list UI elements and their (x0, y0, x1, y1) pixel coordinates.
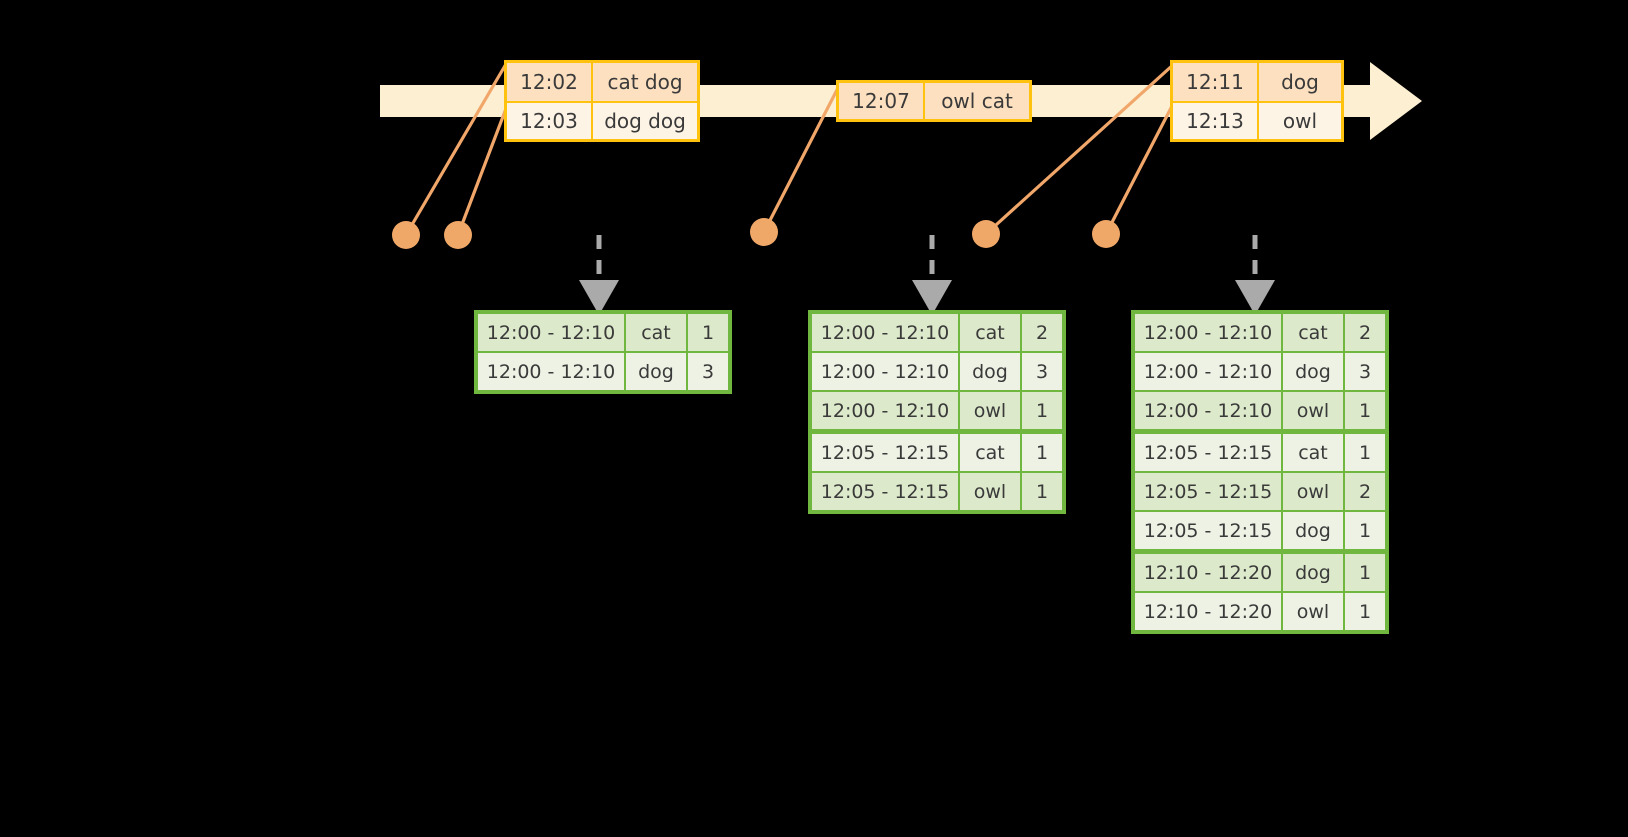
cell-window: 12:05 - 12:15 (1135, 434, 1281, 471)
event-box-3[interactable]: 12:11 dog 12:13 owl (1170, 60, 1344, 142)
cell-window: 12:05 - 12:15 (812, 434, 958, 471)
cell-word: cat (960, 434, 1020, 471)
cell-window: 12:00 - 12:10 (1135, 314, 1281, 351)
event-time: 12:03 (507, 102, 593, 139)
connector-dot-5 (1092, 220, 1120, 248)
cell-window: 12:00 - 12:10 (1135, 353, 1281, 390)
event-row[interactable]: 12:07 owl cat (839, 83, 1029, 119)
connector-dot-3 (750, 218, 778, 246)
cell-window: 12:00 - 12:10 (478, 314, 624, 351)
event-words: owl cat (941, 89, 1013, 113)
cell-window: 12:05 - 12:15 (812, 473, 958, 510)
connector-line-1 (404, 63, 508, 236)
connector-dot-4 (972, 220, 1000, 248)
cell-window: 12:05 - 12:15 (1135, 473, 1281, 510)
cell-word: owl (960, 473, 1020, 510)
cell-count: 2 (1022, 314, 1062, 351)
cell-count: 1 (1022, 473, 1062, 510)
cell-word: dog (1283, 512, 1343, 549)
cell-window: 12:00 - 12:10 (812, 392, 958, 429)
cell-word: dog (626, 353, 686, 390)
cell-window: 12:00 - 12:10 (812, 353, 958, 390)
event-box-1[interactable]: 12:02 cat dog 12:03 dog dog (504, 60, 700, 142)
down-arrows (579, 235, 1275, 315)
event-words: dog (1281, 69, 1319, 94)
cell-word: owl (1283, 593, 1343, 630)
cell-window: 12:00 - 12:10 (812, 314, 958, 351)
event-time: 12:11 (1173, 63, 1259, 101)
connector-line-3 (762, 83, 842, 233)
cell-count: 1 (1345, 434, 1385, 471)
cell-word: owl (1283, 473, 1343, 510)
cell-window: 12:00 - 12:10 (1135, 392, 1281, 429)
cell-word: dog (1283, 353, 1343, 390)
connector-dot-1 (392, 221, 420, 249)
cell-count: 3 (688, 353, 728, 390)
cell-word: owl (960, 392, 1020, 429)
cell-count: 2 (1345, 473, 1385, 510)
cell-count: 1 (1345, 512, 1385, 549)
event-words: owl (1282, 108, 1318, 133)
cell-count: 3 (1022, 353, 1062, 390)
cell-window: 12:10 - 12:20 (1135, 593, 1281, 630)
cell-count: 1 (1022, 434, 1062, 471)
cell-word: owl (1283, 392, 1343, 429)
cell-window: 12:00 - 12:10 (478, 353, 624, 390)
connector-dots (392, 218, 1120, 249)
event-row[interactable]: 12:13 owl (1173, 100, 1341, 139)
connector-line-5 (1104, 105, 1174, 235)
event-box-2[interactable]: 12:07 owl cat (836, 80, 1032, 122)
cell-count: 3 (1345, 353, 1385, 390)
event-row[interactable]: 12:02 cat dog (507, 63, 697, 101)
event-time: 12:07 (839, 83, 925, 119)
event-time: 12:13 (1173, 102, 1259, 139)
event-row[interactable]: 12:03 dog dog (507, 100, 697, 139)
cell-word: cat (626, 314, 686, 351)
cell-count: 1 (688, 314, 728, 351)
cell-count: 1 (1345, 593, 1385, 630)
cell-window: 12:10 - 12:20 (1135, 554, 1281, 591)
cell-word: dog (960, 353, 1020, 390)
cell-count: 1 (1022, 392, 1062, 429)
cell-word: cat (1283, 314, 1343, 351)
event-words: cat dog (607, 69, 683, 94)
cell-word: cat (1283, 434, 1343, 471)
cell-count: 1 (1345, 392, 1385, 429)
event-row[interactable]: 12:11 dog (1173, 63, 1341, 101)
cell-count: 1 (1345, 554, 1385, 591)
connector-line-2 (456, 105, 509, 236)
connector-dot-2 (444, 221, 472, 249)
cell-window: 12:05 - 12:15 (1135, 512, 1281, 549)
event-words: dog dog (604, 108, 686, 133)
cell-word: dog (1283, 554, 1343, 591)
event-time: 12:02 (507, 63, 593, 101)
cell-word: cat (960, 314, 1020, 351)
cell-count: 2 (1345, 314, 1385, 351)
